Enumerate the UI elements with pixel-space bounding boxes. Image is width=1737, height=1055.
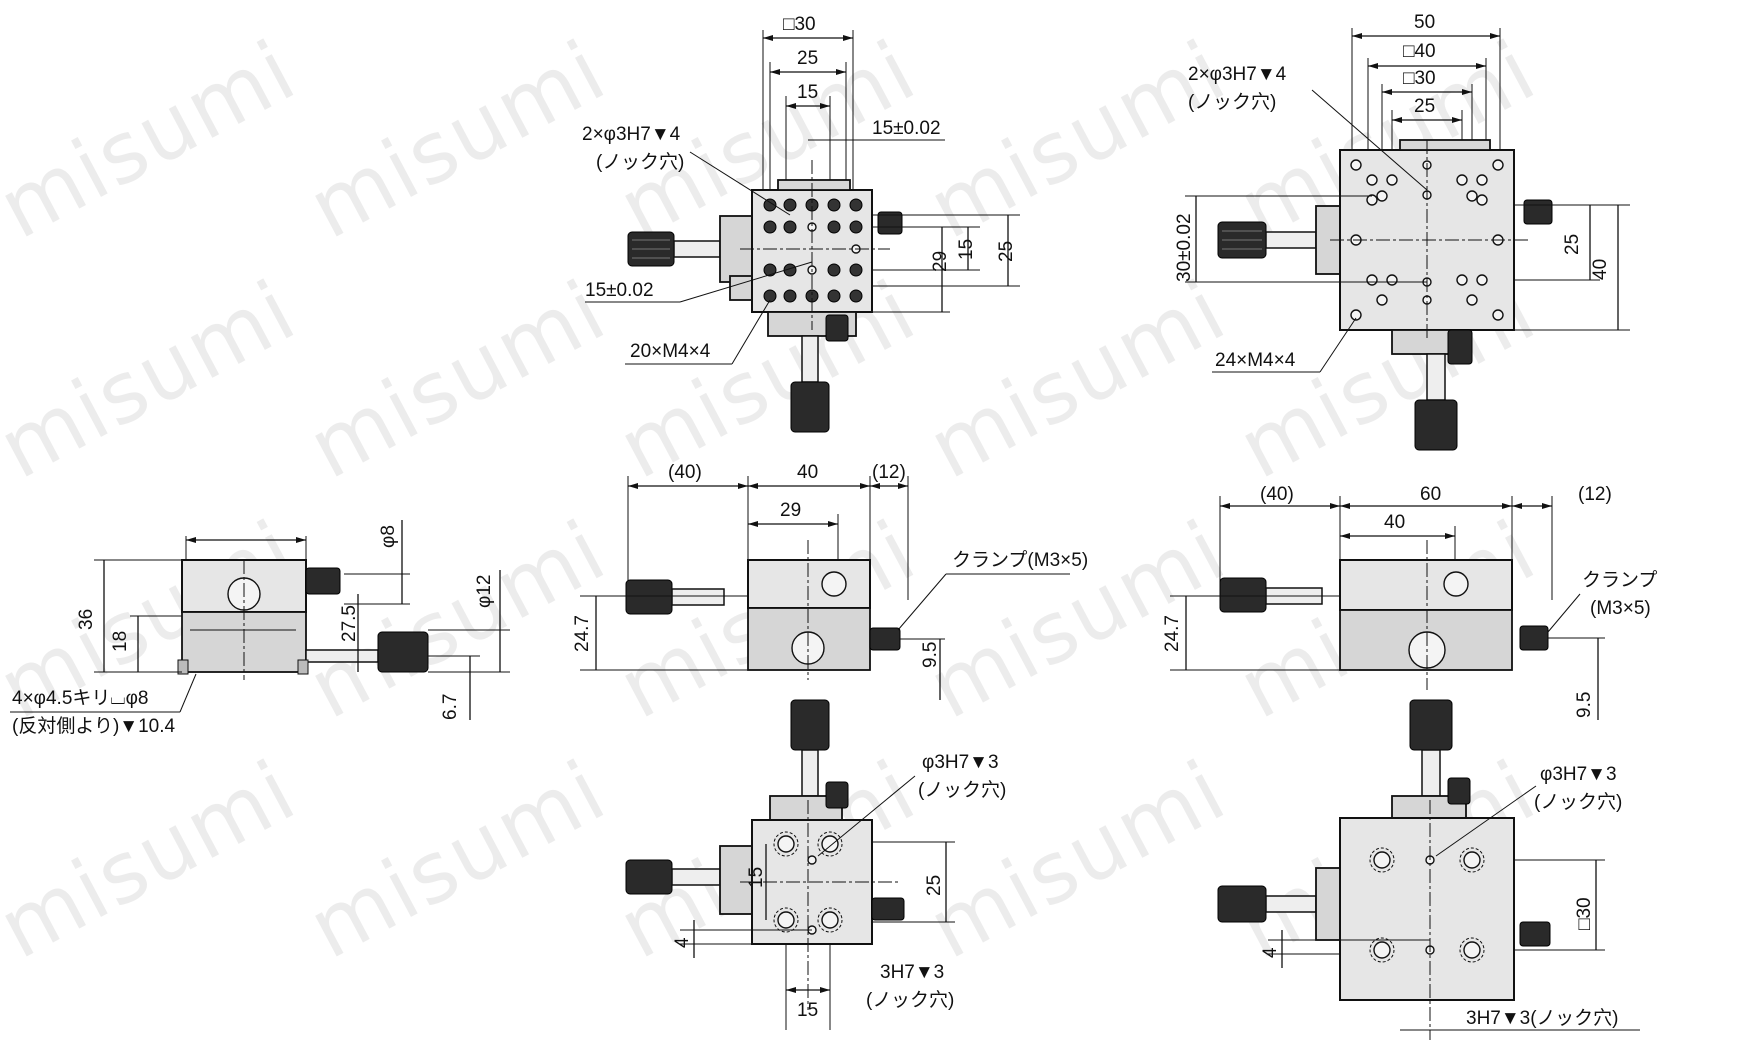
micrometer-knob-icon: [790, 381, 830, 433]
watermark-text: misumi: [0, 261, 311, 497]
dim-phi8: φ8: [378, 525, 399, 548]
clamp-screw-icon: [1523, 199, 1553, 225]
dim-30-tol: 30±0.02: [1174, 213, 1195, 282]
dim-phi12: φ12: [474, 575, 495, 608]
watermark-text: misumi: [913, 501, 1241, 737]
dim-25: 25: [797, 48, 818, 69]
note-dowel-sub: (ノック穴): [918, 779, 1006, 801]
note-taps: 20×M4×4: [630, 341, 711, 362]
dim-40-paren: (40): [668, 462, 702, 483]
clamp-screw-icon: [1519, 921, 1551, 947]
micrometer-knob-icon: [1217, 885, 1267, 923]
stage-bottom-plate: [1339, 817, 1515, 1001]
clamp-screw-icon: [1519, 625, 1549, 651]
dim-15-tol: 15±0.02: [872, 118, 941, 139]
dim-15: 15: [797, 82, 818, 103]
dim-29: 29: [780, 500, 801, 521]
dim-40: 40: [797, 462, 818, 483]
note-holes-sub: (反対側より)▼10.4: [12, 715, 175, 737]
top-view-large: 50 □40 □30 25: [1174, 12, 1630, 451]
front-view-small: (40) 40 (12) 29 24.7 9.5 クランプ(M3×5): [572, 462, 1088, 700]
tap-hole-grid: [763, 198, 863, 303]
watermark-text: misumi: [0, 741, 311, 977]
dim-40-paren: (40): [1260, 484, 1294, 505]
note-holes: 4×φ4.5キリ⌴φ8: [12, 688, 148, 709]
note-clamp-sub: (M3×5): [1590, 598, 1651, 619]
note-dowel: φ3H7▼3: [1540, 764, 1617, 785]
watermark-text: misumi: [293, 261, 621, 497]
dim-18: 18: [110, 631, 131, 652]
dim-36: 36: [76, 609, 97, 630]
dim-4: 4: [1260, 947, 1281, 958]
note-dowel: 2×φ3H7▼4: [582, 124, 681, 145]
watermark-text: misumi: [0, 21, 311, 257]
watermark-text: misumi: [913, 741, 1241, 977]
note-dowel-sub: (ノック穴): [596, 151, 684, 173]
micrometer-knob-icon: [625, 579, 673, 615]
dim-25: 25: [924, 875, 945, 896]
clamp-screw-icon: [869, 627, 901, 651]
micrometer-knob-icon: [790, 699, 830, 751]
dim-25-right: 25: [1562, 234, 1583, 255]
dim-29: 29: [930, 251, 951, 272]
watermark-text: misumi: [293, 741, 621, 977]
dim-square30: □30: [1574, 897, 1595, 930]
dim-40: 40: [1384, 512, 1405, 533]
dim-15-v: 15: [746, 867, 767, 888]
note-dowel-sub: (ノック穴): [1534, 791, 1622, 813]
dim-50: 50: [1414, 12, 1435, 33]
watermark-text: misumi: [293, 21, 621, 257]
dim-square40: □40: [1403, 41, 1436, 62]
micrometer-knob-icon: [1219, 577, 1267, 613]
top-view-small: □30 25 15 15±0.02: [582, 14, 1020, 433]
dim-24-7: 24.7: [1162, 615, 1183, 652]
dim-9-5: 9.5: [1574, 692, 1595, 718]
note-dowel-sub: (ノック穴): [1188, 91, 1276, 113]
dim-15-tol-left: 15±0.02: [585, 280, 654, 301]
micrometer-knob-icon: [1414, 399, 1458, 451]
side-view: 36 18 φ8 27.5 φ12 6.7 4×φ4.5キリ⌴φ8 (反対側より…: [10, 520, 510, 737]
dim-square30: □30: [1403, 68, 1436, 89]
note-dowel: 2×φ3H7▼4: [1188, 64, 1287, 85]
dim-40-right: 40: [1590, 259, 1611, 280]
watermark-text: misumi: [913, 261, 1241, 497]
front-view-large: (40) 60 (12) 40 24.7 9.5 クランプ (M3×5): [1162, 484, 1657, 720]
clamp-screw-icon: [877, 211, 903, 235]
note-clamp: クランプ: [1582, 569, 1657, 591]
bottom-view-small: 25 15 4 15 φ3H7▼3 (ノック穴) 3H7▼3 (ノック穴): [625, 699, 1006, 1030]
dim-15-right: 15: [956, 239, 977, 260]
dim-12-paren: (12): [1578, 484, 1612, 505]
stage-upper-block: [747, 559, 871, 609]
note-dowel2: 3H7▼3: [880, 962, 944, 983]
dim-27-5: 27.5: [339, 605, 360, 642]
note-dowel: φ3H7▼3: [922, 752, 999, 773]
dim-9-5: 9.5: [920, 642, 941, 668]
dim-24-7: 24.7: [572, 615, 593, 652]
bottom-view-large: □30 4 φ3H7▼3 (ノック穴) 3H7▼3(ノック穴): [1217, 699, 1640, 1040]
dim-12-paren: (12): [872, 462, 906, 483]
dim-square30: □30: [783, 14, 816, 35]
dim-6-7: 6.7: [440, 694, 461, 720]
note-dowel2: 3H7▼3(ノック穴): [1466, 1007, 1619, 1029]
dim-15-h: 15: [797, 1000, 818, 1021]
note-dowel2-sub: (ノック穴): [866, 989, 954, 1011]
clamp-screw-icon: [871, 897, 905, 921]
micrometer-knob-icon: [1409, 699, 1453, 751]
dim-25: 25: [1414, 96, 1435, 117]
stage-upper-block: [1339, 559, 1513, 611]
note-taps: 24×M4×4: [1215, 350, 1296, 371]
dim-25-right: 25: [996, 241, 1017, 262]
note-clamp: クランプ(M3×5): [952, 549, 1088, 571]
clamp-screw-icon: [305, 567, 341, 595]
micrometer-knob-icon: [377, 631, 429, 673]
micrometer-knob-icon: [625, 859, 673, 895]
dim-4: 4: [672, 937, 693, 948]
dim-60: 60: [1420, 484, 1441, 505]
